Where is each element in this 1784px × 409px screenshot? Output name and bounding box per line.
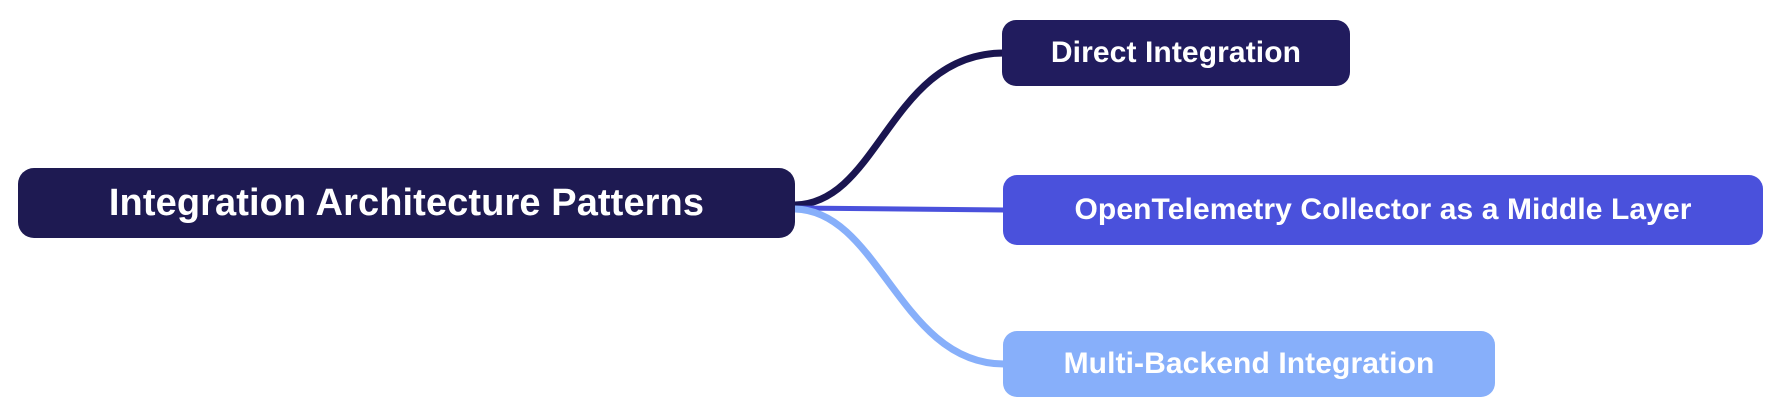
mindmap-node-multi-backend-integration-label: Multi-Backend Integration [1063, 347, 1435, 380]
mindmap-node-opentelemetry-collector-label: OpenTelemetry Collector as a Middle Laye… [1074, 193, 1692, 226]
edge-root-to-opentelemetry-collector [792, 205, 1007, 213]
mindmap-root-node-label: Integration Architecture Patterns [108, 182, 705, 224]
mindmap-node-multi-backend-integration[interactable]: Multi-Backend Integration [1003, 331, 1495, 397]
mindmap-node-direct-integration-label: Direct Integration [1050, 36, 1302, 69]
mindmap-node-opentelemetry-collector[interactable]: OpenTelemetry Collector as a Middle Laye… [1003, 175, 1763, 245]
edge-root-to-direct-integration [791, 49, 1008, 209]
edge-root-to-multi-backend-integration [791, 205, 1008, 368]
mindmap-root-node[interactable]: Integration Architecture Patterns [18, 168, 795, 238]
mindmap-node-direct-integration[interactable]: Direct Integration [1002, 20, 1350, 86]
